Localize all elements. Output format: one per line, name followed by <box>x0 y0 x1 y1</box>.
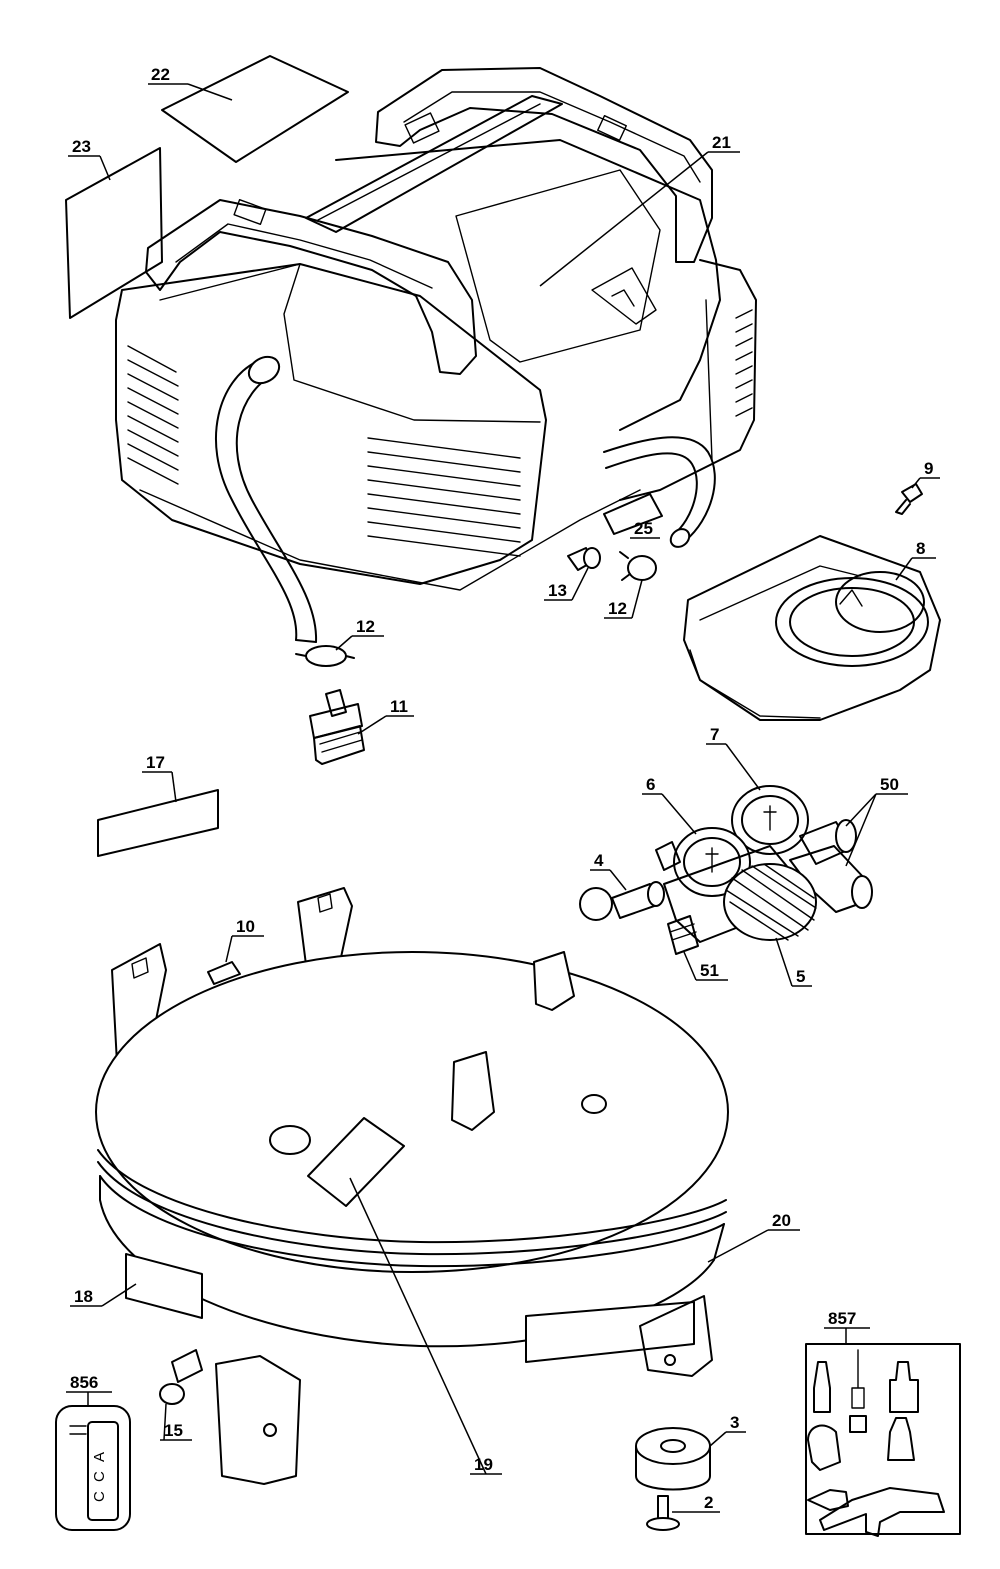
svg-text:4: 4 <box>594 851 604 870</box>
callout-10: 10 <box>225 917 264 963</box>
label-part-22 <box>161 55 349 163</box>
label-part-25 <box>603 493 663 535</box>
callout-20: 20 <box>707 1211 800 1263</box>
callout-13: 13 <box>544 567 589 601</box>
svg-text:10: 10 <box>236 917 255 936</box>
callout-12-left: 12 <box>335 617 384 651</box>
svg-text:7: 7 <box>710 725 719 744</box>
accessory-kit-part-857 <box>805 1343 961 1537</box>
svg-text:2: 2 <box>704 1493 713 1512</box>
svg-text:19: 19 <box>474 1455 493 1474</box>
svg-text:8: 8 <box>916 539 925 558</box>
svg-text:50: 50 <box>880 775 899 794</box>
pad-part-10 <box>207 961 241 985</box>
callout-18: 18 <box>70 1283 137 1307</box>
label-part-17 <box>97 789 219 857</box>
hose-left <box>214 355 318 643</box>
callout-15: 15 <box>160 1403 192 1441</box>
callout-5: 5 <box>775 937 812 987</box>
svg-text:5: 5 <box>796 967 805 986</box>
svg-text:15: 15 <box>164 1421 183 1440</box>
regulator-manifold <box>579 785 873 955</box>
callout-21: 21 <box>539 133 740 287</box>
svg-text:21: 21 <box>712 133 731 152</box>
callout-4: 4 <box>590 851 627 891</box>
svg-text:13: 13 <box>548 581 567 600</box>
callout-17: 17 <box>142 753 177 803</box>
callout-51: 51 <box>683 951 728 981</box>
callout-23: 23 <box>68 137 111 181</box>
callout-19: 19 <box>349 1177 502 1475</box>
clamp-part-12-right <box>619 551 657 581</box>
callout-856: 856 <box>66 1373 112 1406</box>
bolt-part-2 <box>646 1495 680 1531</box>
svg-text:17: 17 <box>146 753 165 772</box>
callout-11: 11 <box>357 697 414 735</box>
svg-text:25: 25 <box>634 519 653 538</box>
svg-text:23: 23 <box>72 137 91 156</box>
svg-text:18: 18 <box>74 1287 93 1306</box>
compressor-housing <box>115 67 757 591</box>
callout-6: 6 <box>642 775 697 835</box>
acc-switch-part-856 <box>55 1405 131 1531</box>
drain-valve-part-15 <box>159 1349 203 1405</box>
callout-3: 3 <box>709 1413 746 1447</box>
callout-857: 857 <box>824 1309 870 1344</box>
svg-text:9: 9 <box>924 459 933 478</box>
rubber-foot-part-3 <box>635 1427 711 1491</box>
svg-text:11: 11 <box>390 697 408 716</box>
callout-2: 2 <box>672 1493 720 1513</box>
svg-text:12: 12 <box>356 617 375 636</box>
callout-25: 25 <box>630 519 660 539</box>
acc-letter-c1: C <box>91 1471 108 1482</box>
acc-letter-c2: C <box>91 1491 108 1502</box>
callout-12-right: 12 <box>604 579 643 619</box>
callout-22: 22 <box>148 65 233 101</box>
fitting-part-11 <box>309 689 365 765</box>
callout-9: 9 <box>911 459 940 489</box>
svg-text:12: 12 <box>608 599 627 618</box>
air-tank <box>95 887 729 1485</box>
label-part-23 <box>65 147 163 319</box>
clamp-part-12-left <box>295 645 355 667</box>
screw-part-9 <box>895 483 923 515</box>
svg-text:3: 3 <box>730 1413 739 1432</box>
callout-7: 7 <box>706 725 761 791</box>
svg-text:51: 51 <box>700 961 719 980</box>
svg-text:22: 22 <box>151 65 170 84</box>
svg-text:857: 857 <box>828 1309 856 1328</box>
svg-text:20: 20 <box>772 1211 791 1230</box>
svg-text:6: 6 <box>646 775 655 794</box>
callout-50: 50 <box>845 775 908 867</box>
screw-part-13 <box>567 547 601 571</box>
callout-8: 8 <box>895 539 936 581</box>
acc-letter-a: A <box>91 1452 108 1462</box>
cover-part-8 <box>683 535 941 721</box>
hose-right <box>603 436 716 548</box>
svg-text:856: 856 <box>70 1373 98 1392</box>
